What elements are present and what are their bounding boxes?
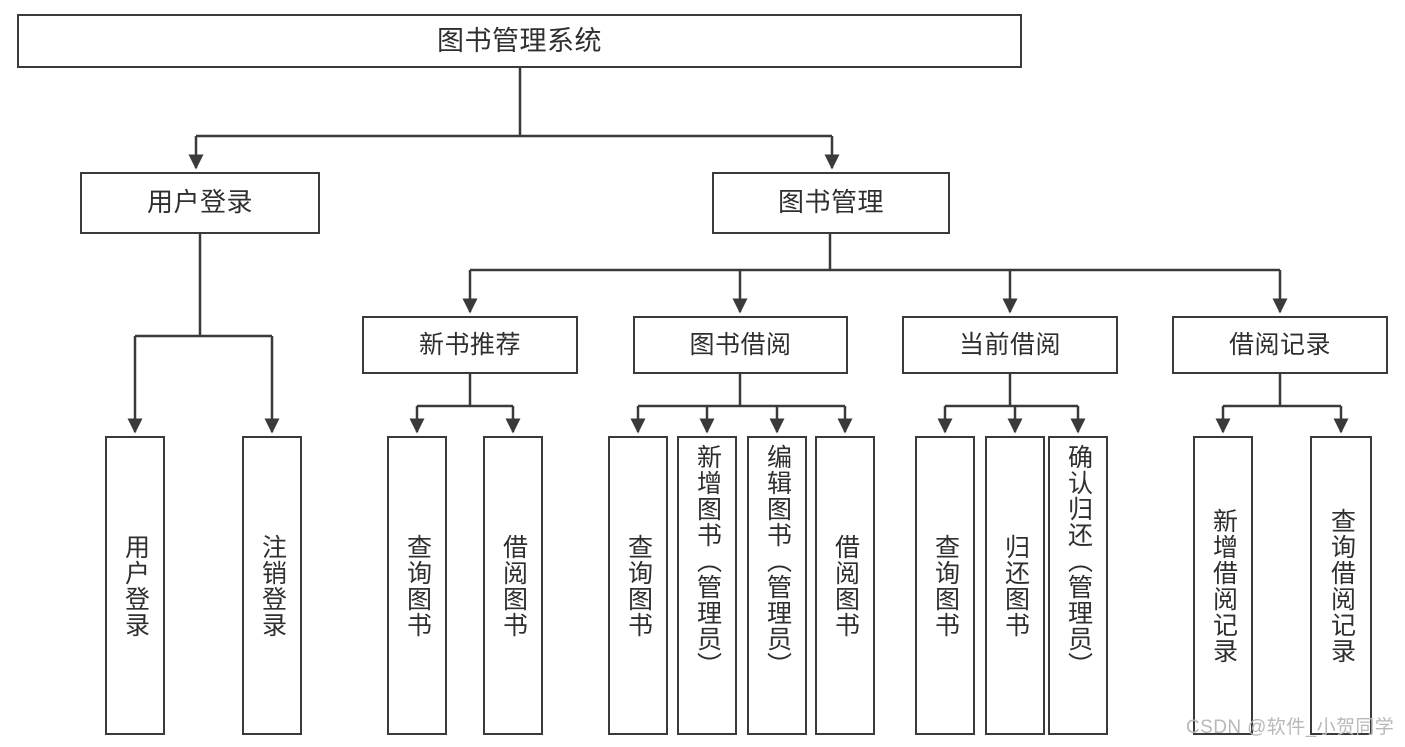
node-new-book-recommend[interactable]: 新书推荐 <box>362 316 578 374</box>
node-current-borrow[interactable]: 当前借阅 <box>902 316 1118 374</box>
leaf-user-login[interactable]: 用户登录 <box>105 436 165 735</box>
node-label: 借阅图书 <box>499 533 528 638</box>
node-label: 归还图书 <box>1001 533 1030 638</box>
node-label: 确认归还（管理员） <box>1064 444 1093 678</box>
node-root-system[interactable]: 图书管理系统 <box>17 14 1022 68</box>
node-label: 查询图书 <box>403 533 432 638</box>
node-label: 注销登录 <box>258 533 287 638</box>
node-label: 编辑图书（管理员） <box>763 444 792 678</box>
node-label: 用户登录 <box>121 533 150 638</box>
node-label: 查询图书 <box>931 533 960 638</box>
leaf-borrow-book[interactable]: 借阅图书 <box>815 436 875 735</box>
node-label: 新增图书（管理员） <box>693 444 722 678</box>
leaf-query-borrow-record[interactable]: 查询借阅记录 <box>1310 436 1372 735</box>
leaf-query-book[interactable]: 查询图书 <box>608 436 668 735</box>
node-label: 新增借阅记录 <box>1209 507 1238 664</box>
leaf-edit-book-admin[interactable]: 编辑图书（管理员） <box>747 436 807 735</box>
leaf-query-book-recommend[interactable]: 查询图书 <box>387 436 447 735</box>
leaf-return-book[interactable]: 归还图书 <box>985 436 1045 735</box>
node-label: 查询图书 <box>624 533 653 638</box>
node-label: 借阅记录 <box>1228 330 1331 359</box>
node-label: 新书推荐 <box>418 330 521 359</box>
node-book-management[interactable]: 图书管理 <box>712 172 950 234</box>
leaf-confirm-return-admin[interactable]: 确认归还（管理员） <box>1048 436 1108 735</box>
leaf-borrow-book-recommend[interactable]: 借阅图书 <box>483 436 543 735</box>
node-label: 图书借阅 <box>689 330 792 359</box>
leaf-logout[interactable]: 注销登录 <box>242 436 302 735</box>
node-book-borrow[interactable]: 图书借阅 <box>633 316 848 374</box>
leaf-query-book-current[interactable]: 查询图书 <box>915 436 975 735</box>
node-label: 图书管理系统 <box>437 25 602 56</box>
node-label: 当前借阅 <box>958 330 1061 359</box>
watermark: CSDN @软件_小贺同学 <box>1186 717 1395 738</box>
node-label: 用户登录 <box>146 187 253 218</box>
node-label: 借阅图书 <box>831 533 860 638</box>
node-user-login[interactable]: 用户登录 <box>80 172 320 234</box>
leaf-add-borrow-record[interactable]: 新增借阅记录 <box>1193 436 1253 735</box>
node-borrow-records[interactable]: 借阅记录 <box>1172 316 1388 374</box>
node-label: 图书管理 <box>777 187 884 218</box>
leaf-add-book-admin[interactable]: 新增图书（管理员） <box>677 436 737 735</box>
node-label: 查询借阅记录 <box>1327 507 1356 664</box>
